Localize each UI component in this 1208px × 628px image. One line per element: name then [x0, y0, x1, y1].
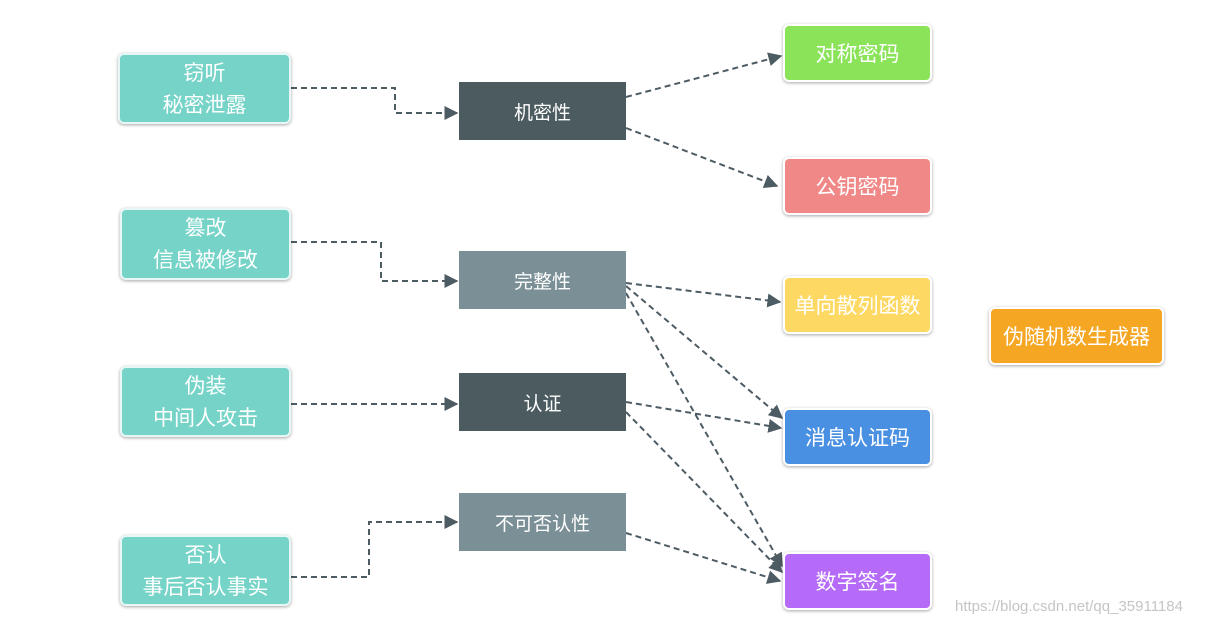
- goal-non-repudiation: 不可否认性: [459, 493, 626, 551]
- edge-authentication-mac: [625, 401, 783, 433]
- tech-public-key: 公钥密码: [783, 157, 932, 215]
- threat-tamper-desc: 信息被修改: [153, 248, 258, 272]
- edge-nonrepudiation-signature: [625, 532, 782, 584]
- tech-signature-label: 数字签名: [815, 570, 900, 594]
- threat-tamper: 篡改 信息被修改: [120, 208, 291, 280]
- edge-tamper-integrity: [291, 241, 459, 288]
- tech-hash: 单向散列函数: [783, 276, 932, 334]
- edge-eavesdrop-confidentiality: [291, 87, 459, 120]
- tech-mac-label: 消息认证码: [805, 426, 910, 450]
- edge-authentication-signature: [625, 411, 783, 574]
- threat-repudiation: 否认 事后否认事实: [120, 535, 291, 606]
- goal-confidentiality-label: 机密性: [513, 101, 571, 124]
- goal-integrity-label: 完整性: [513, 270, 571, 293]
- tech-symmetric: 对称密码: [783, 24, 932, 82]
- threat-tamper-title: 篡改: [184, 216, 227, 240]
- tech-prng: 伪随机数生成器: [989, 307, 1164, 365]
- goal-integrity: 完整性: [459, 251, 626, 309]
- tech-public-key-label: 公钥密码: [815, 175, 900, 199]
- threat-spoof: 伪装 中间人攻击: [120, 366, 291, 437]
- edge-confidentiality-publickey: [625, 127, 779, 189]
- threat-repudiation-desc: 事后否认事实: [142, 574, 269, 599]
- goal-non-repudiation-label: 不可否认性: [494, 512, 590, 535]
- tech-mac: 消息认证码: [783, 408, 932, 466]
- threat-eavesdrop: 窃听 秘密泄露: [118, 53, 291, 124]
- watermark: https://blog.csdn.net/qq_35911184: [955, 598, 1183, 615]
- threat-spoof-desc: 中间人攻击: [153, 405, 258, 430]
- edge-integrity-hash: [625, 282, 782, 308]
- edge-integrity-signature: [625, 292, 783, 568]
- tech-prng-label: 伪随机数生成器: [1003, 325, 1150, 349]
- goal-confidentiality: 机密性: [459, 82, 626, 140]
- tech-hash-label: 单向散列函数: [794, 294, 921, 318]
- threat-eavesdrop-desc: 秘密泄露: [162, 92, 247, 117]
- tech-symmetric-label: 对称密码: [815, 42, 900, 66]
- threat-spoof-title: 伪装: [184, 373, 227, 398]
- goal-authentication: 认证: [459, 373, 626, 431]
- goal-authentication-label: 认证: [523, 392, 562, 415]
- edge-confidentiality-symmetric: [625, 52, 783, 98]
- edge-repudiation-nonrepudiation: [291, 515, 459, 578]
- edge-integrity-mac: [625, 285, 784, 419]
- tech-signature: 数字签名: [783, 552, 932, 610]
- threat-repudiation-title: 否认: [184, 542, 227, 567]
- threat-eavesdrop-title: 窃听: [183, 60, 226, 85]
